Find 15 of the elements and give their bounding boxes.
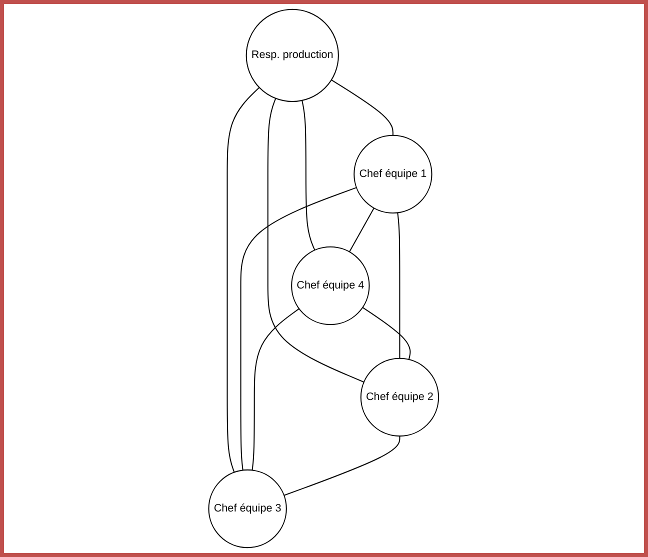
connector: [397, 212, 401, 358]
connector: [332, 79, 394, 136]
connector: [227, 87, 260, 472]
connector: [252, 308, 300, 470]
connector: [362, 306, 412, 360]
node-circle: Chef équipe 1: [354, 134, 433, 214]
node-circle: Chef équipe 3: [208, 469, 288, 548]
node-circle: Resp. production: [246, 8, 340, 102]
connector: [268, 98, 365, 383]
connector: [349, 208, 375, 252]
connector: [284, 436, 401, 496]
node-circle: Chef équipe 4: [291, 246, 370, 326]
node-circle: Chef équipe 2: [360, 358, 440, 437]
connector: [302, 100, 316, 250]
connector: [240, 187, 358, 470]
